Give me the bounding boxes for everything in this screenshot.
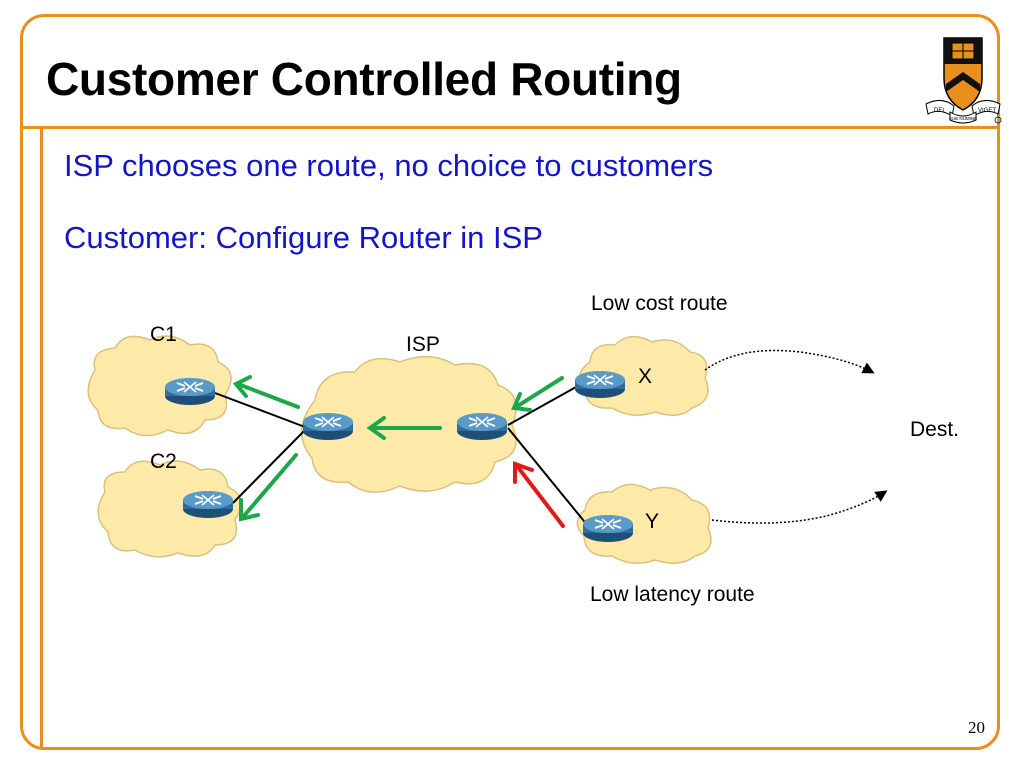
green-arrow-to-c1-head xyxy=(232,375,252,398)
logo-motto-right: VIGET xyxy=(978,108,996,114)
router-c1 xyxy=(164,377,216,406)
green-arrow-isp-head xyxy=(366,416,386,440)
cloud-c1 xyxy=(87,335,232,437)
label-c2: C2 xyxy=(150,450,177,473)
green-arrow-from-x xyxy=(514,376,564,409)
router-x xyxy=(574,370,626,399)
router-c2 xyxy=(182,490,234,519)
green-arrow-to-c2-head xyxy=(239,498,260,522)
green-arrow-group xyxy=(232,375,564,522)
label-isp: ISP xyxy=(406,333,440,356)
router-isp-right xyxy=(456,412,508,441)
label-low-latency-route: Low latency route xyxy=(590,583,755,606)
bullet-customer-configure: Customer: Configure Router in ISP xyxy=(64,220,543,255)
bullet-isp-chooses: ISP chooses one route, no choice to cust… xyxy=(64,148,714,183)
logo-motto-center: SUB NUMINE xyxy=(949,116,977,121)
red-arrow-from-y xyxy=(513,461,565,528)
slide-frame xyxy=(20,14,1000,750)
left-divider xyxy=(40,126,43,750)
slide-title: Customer Controlled Routing xyxy=(46,53,682,105)
dotted-path-y-dest xyxy=(711,490,888,524)
router-y xyxy=(582,514,634,543)
cloud-y xyxy=(576,483,712,564)
page-number: 20 xyxy=(968,718,985,737)
cloud-isp xyxy=(300,356,517,493)
label-low-cost-route: Low cost route xyxy=(591,292,728,315)
label-y: Y xyxy=(645,510,659,533)
princeton-shield-icon: DEI SUB NUMINE VIGET xyxy=(925,37,1002,124)
dotted-path-x-dest xyxy=(704,349,875,374)
router-isp-left xyxy=(302,412,354,441)
title-divider xyxy=(20,126,1000,129)
label-c1: C1 xyxy=(150,323,177,346)
label-dest: Dest. xyxy=(910,418,959,441)
green-arrow-to-c2 xyxy=(241,453,298,519)
green-arrow-to-c1 xyxy=(236,382,300,409)
green-arrow-from-x-head xyxy=(511,392,532,412)
label-x: X xyxy=(638,365,652,388)
logo-motto-left: DEI xyxy=(934,108,944,114)
cloud-c2 xyxy=(97,460,242,558)
